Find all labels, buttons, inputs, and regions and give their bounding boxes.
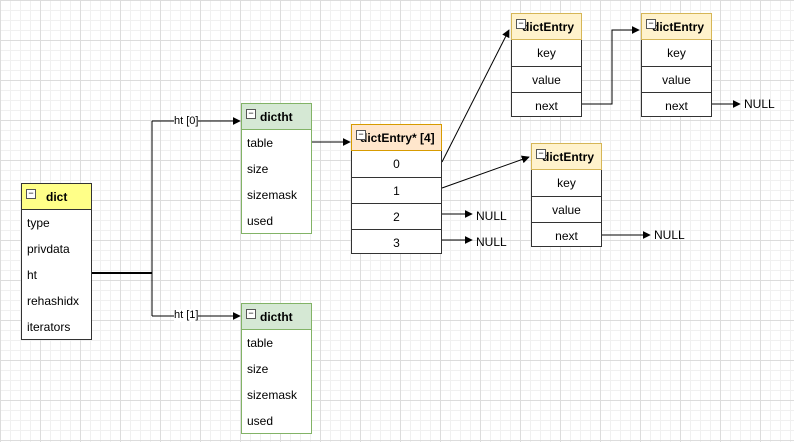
dict-field-type: type [27,216,50,230]
dict-entry-3[interactable]: −dictEntry key value next [531,143,602,247]
dictht-1-field-table: table [247,336,274,350]
dict-header: −dict [22,184,91,210]
dict-entry-2-header: −dictEntry [641,13,712,40]
edge-slot1-to-entry [441,155,530,189]
table-slot-2: 2 [352,203,441,229]
dictht-0-header: −dictht [242,104,311,130]
dict-field-privdata: privdata [27,242,70,256]
table-slot-0: 0 [393,157,400,171]
collapse-icon[interactable]: − [26,189,36,199]
edge-label-ht1: ht [1] [174,309,199,322]
dict-entry-1[interactable]: −dictEntry key value next [511,13,582,117]
dictht-1[interactable]: −dictht table size sizemask used [241,303,312,434]
dict-entry-1-next: next [512,92,581,118]
dictht-1-field-size: size [247,362,269,376]
dictht-0[interactable]: −dictht table size sizemask used [241,103,312,234]
collapse-icon[interactable]: − [246,109,256,119]
dict-entry-1-key: key [537,46,556,60]
dictht-1-header: −dictht [242,304,311,330]
dictht-0-field-table: table [247,136,274,150]
dictht-1-field-used: used [247,414,274,428]
table-array-title: dictEntry* [4] [360,131,435,145]
dict-entry-1-title: dictEntry [522,20,575,34]
null-label-entry2: NULL [744,97,775,111]
dict-entry-1-header: −dictEntry [511,13,582,40]
dict-entry-3-title: dictEntry [542,150,595,164]
dict-struct[interactable]: −dict type privdata ht rehashidx iterato… [21,183,92,340]
dict-entry-3-header: −dictEntry [531,143,602,170]
edge-label-ht0: ht [0] [174,115,199,128]
table-slot-3: 3 [352,229,441,255]
collapse-icon[interactable]: − [516,19,526,29]
dictht-0-field-sizemask: sizemask [247,188,298,202]
null-label-slot3: NULL [476,235,507,249]
dict-field-rehashidx: rehashidx [27,294,80,308]
dict-entry-2[interactable]: −dictEntry key value next [641,13,712,117]
dict-entry-2-value: value [642,66,711,92]
collapse-icon[interactable]: − [356,130,366,140]
dictht-1-field-sizemask: sizemask [247,388,298,402]
table-slot-1: 1 [352,177,441,203]
table-array[interactable]: −dictEntry* [4] 0 1 2 3 [351,124,442,254]
edge-slot0-to-entry [441,29,510,163]
table-array-header: −dictEntry* [4] [351,124,442,151]
dict-field-iterators: iterators [27,320,71,334]
collapse-icon[interactable]: − [246,309,256,319]
dict-entry-1-value: value [512,66,581,92]
collapse-icon[interactable]: − [646,19,656,29]
dict-entry-3-next: next [532,222,601,248]
dict-entry-2-key: key [667,46,686,60]
dict-entry-3-value: value [532,196,601,222]
dictht-0-title: dictht [260,110,293,124]
edge-entry1-next [582,26,640,105]
dict-field-ht: ht [27,268,38,282]
null-label-entry3: NULL [654,228,685,242]
dict-entry-2-title: dictEntry [652,20,705,34]
dictht-1-title: dictht [260,310,293,324]
dict-entry-2-next: next [642,92,711,118]
dict-title: dict [46,190,68,204]
dict-entry-3-key: key [557,176,576,190]
dictht-0-field-used: used [247,214,274,228]
collapse-icon[interactable]: − [536,149,546,159]
dictht-0-field-size: size [247,162,269,176]
null-label-slot2: NULL [476,209,507,223]
